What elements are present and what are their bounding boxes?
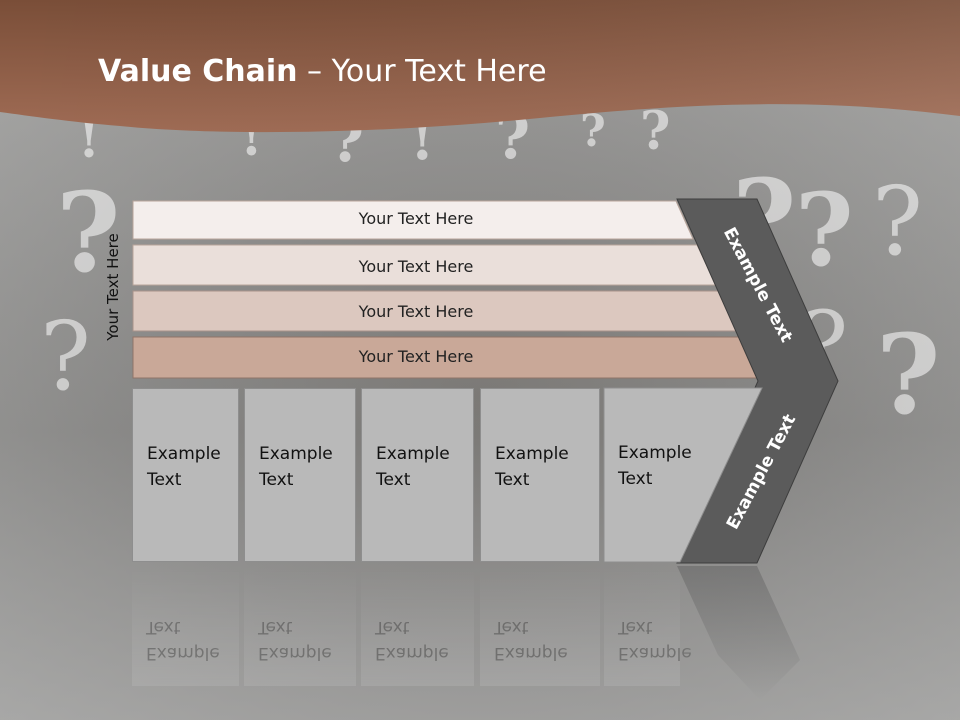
- activity-box-3: Example Text: [361, 388, 474, 562]
- box-reflection: Example Text: [244, 566, 356, 686]
- row-bar-1: [132, 200, 694, 240]
- page-title: Value Chain – Your Text Here: [98, 54, 547, 89]
- reflection-text: Example Text: [258, 617, 332, 663]
- title-rest: – Your Text Here: [297, 54, 547, 89]
- activity-box-text: Example Text: [376, 444, 450, 490]
- activity-box-2: Example Text: [244, 388, 356, 562]
- header-band: [0, 0, 960, 133]
- chevron-reflection: [677, 566, 800, 700]
- activity-box-text: Example Text: [147, 444, 221, 490]
- row-label-3: Your Text Here: [358, 302, 474, 321]
- row-label-1: Your Text Here: [358, 209, 474, 228]
- chevron-shape: [676, 198, 839, 564]
- activity-box-text: Example Text: [618, 443, 692, 489]
- reflection-text: Example Text: [146, 617, 220, 663]
- reflection-text: Example Text: [494, 617, 568, 663]
- question-mark-icon: ?: [876, 310, 941, 439]
- box-reflection: Example Text: [604, 566, 692, 686]
- reflection-text: Example Text: [618, 617, 692, 663]
- activity-box-text: Example Text: [495, 444, 569, 490]
- activity-box-text: Example Text: [259, 444, 333, 490]
- activity-box-5: Example Text: [604, 388, 692, 562]
- title-bold: Value Chain: [98, 54, 298, 89]
- activity-box-1: Example Text: [132, 388, 239, 562]
- box-reflection: Example Text: [361, 566, 474, 686]
- box-reflection: Example Text: [132, 566, 239, 686]
- question-mark-icon: ?: [872, 167, 923, 277]
- question-mark-icon: ?: [640, 101, 671, 162]
- question-mark-icon: !: [78, 110, 100, 169]
- row-label-2: Your Text Here: [358, 257, 474, 276]
- activity-box-4: Example Text: [480, 388, 600, 562]
- reflection-text: Example Text: [375, 617, 449, 663]
- question-mark-icon: ?: [795, 171, 854, 289]
- question-mark-icon: ?: [40, 302, 91, 412]
- box-reflection: Example Text: [480, 566, 600, 686]
- question-mark-icon: ?: [580, 106, 606, 157]
- box-5-shape: [603, 387, 763, 563]
- question-mark-icon: ?: [56, 168, 121, 297]
- row-label-4: Your Text Here: [358, 347, 474, 366]
